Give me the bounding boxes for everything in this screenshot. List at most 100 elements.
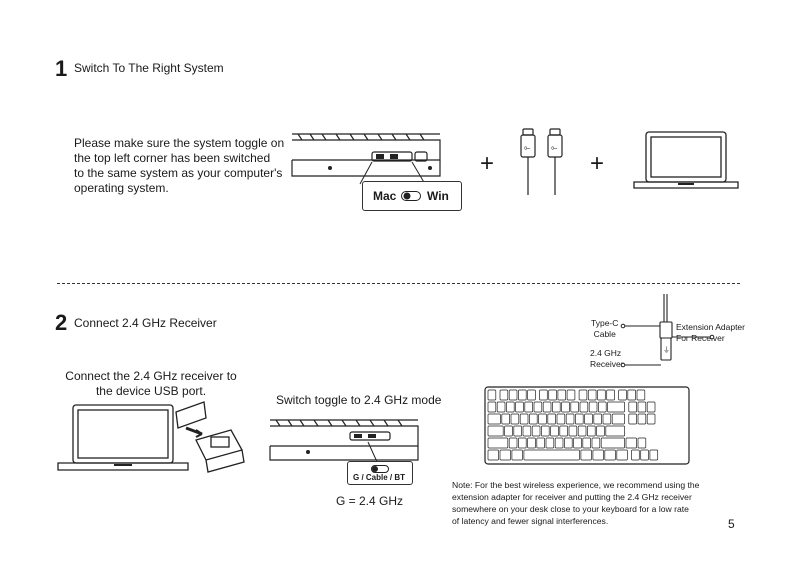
keycap xyxy=(578,389,588,401)
keycap xyxy=(637,401,647,413)
toggle-switch-icon xyxy=(401,191,421,201)
step-2-number: 2 xyxy=(55,310,68,335)
svg-text:⟜: ⟜ xyxy=(551,143,558,152)
connect-line: Connect the 2.4 GHz receiver to xyxy=(65,369,237,383)
note-line: extension adapter for receiver and putti… xyxy=(452,492,692,502)
keycap xyxy=(588,401,598,413)
keyboard-side-illustration-2 xyxy=(269,419,419,465)
keycap xyxy=(559,425,568,437)
keycap xyxy=(627,389,636,401)
keycap xyxy=(487,413,501,425)
keycap xyxy=(533,401,543,413)
keycap xyxy=(607,401,625,413)
label-line: 2.4 GHz xyxy=(590,348,622,358)
keycap xyxy=(579,401,589,413)
step-1-title: Switch To The Right System xyxy=(74,61,224,75)
keycap xyxy=(598,401,607,413)
plus-sign: + xyxy=(480,150,495,177)
keycap xyxy=(556,413,566,425)
keycap xyxy=(625,437,637,449)
label-line: Extension Adapter xyxy=(676,322,745,332)
keycap xyxy=(636,389,646,401)
keycap xyxy=(616,449,628,461)
g-definition: G = 2.4 GHz xyxy=(336,494,404,508)
keycap xyxy=(487,401,497,413)
label-line: Type-C xyxy=(591,318,619,328)
keycap xyxy=(646,401,656,413)
keycap xyxy=(557,389,567,401)
instruction-line: the top left corner has been switched xyxy=(74,151,271,165)
extension-adapter-illustration: ⏚ xyxy=(620,294,715,368)
keycap xyxy=(531,425,541,437)
keycap xyxy=(508,389,518,401)
keycap xyxy=(570,401,579,413)
keycap xyxy=(604,449,616,461)
keycap xyxy=(554,437,564,449)
keycap xyxy=(584,413,593,425)
keycap xyxy=(487,437,509,449)
keycap xyxy=(506,401,515,413)
keycap xyxy=(518,389,527,401)
keycap xyxy=(508,437,518,449)
toggle-mode-label: G / Cable / BT xyxy=(353,473,406,482)
wireless-note: Note: For the best wireless experience, … xyxy=(452,479,732,527)
win-label: Win xyxy=(427,189,449,203)
keycap xyxy=(566,389,576,401)
keycap xyxy=(640,449,649,461)
keycap xyxy=(600,437,625,449)
keyboard-side-illustration xyxy=(291,133,441,185)
keycap xyxy=(628,413,637,425)
keycap xyxy=(580,449,592,461)
keycap xyxy=(565,413,575,425)
keycap xyxy=(548,389,557,401)
keycap xyxy=(618,389,627,401)
keycap xyxy=(564,437,573,449)
extension-adapter-label: Extension Adapter For Receiver xyxy=(676,322,745,344)
keycap xyxy=(587,425,596,437)
keycap xyxy=(519,413,529,425)
keycap xyxy=(582,437,591,449)
keycap xyxy=(529,413,538,425)
instruction-line: operating system. xyxy=(74,181,169,195)
keycap xyxy=(487,425,504,437)
keycap xyxy=(487,389,497,401)
keycap xyxy=(501,413,510,425)
keycap xyxy=(541,425,550,437)
section-divider xyxy=(57,283,740,284)
label-line: For Receiver xyxy=(676,333,725,343)
label-line: Cable xyxy=(593,329,616,339)
keycap xyxy=(587,389,597,401)
keyboard-top-illustration xyxy=(484,386,690,465)
receiver-label: 2.4 GHz Receiver xyxy=(590,348,624,370)
keycap xyxy=(602,413,612,425)
system-instruction: Please make sure the system toggle on th… xyxy=(74,136,289,196)
keycap xyxy=(637,437,647,449)
keycap xyxy=(542,401,552,413)
mac-win-toggle-callout: Mac Win xyxy=(362,181,462,211)
keycap xyxy=(538,413,547,425)
keycap xyxy=(611,413,625,425)
step-1-number: 1 xyxy=(55,56,68,81)
keycap xyxy=(499,389,509,401)
keycap xyxy=(628,401,637,413)
label-line: Receiver xyxy=(590,359,624,369)
keycap xyxy=(513,425,522,437)
laptop-icon xyxy=(633,131,739,189)
type-c-cable-label: Type-C Cable xyxy=(591,318,618,340)
type-c-cable-icon: ⟜ ⟜ xyxy=(520,128,563,195)
keycap xyxy=(536,437,545,449)
keycap xyxy=(496,401,506,413)
keycap xyxy=(527,389,536,401)
keycap xyxy=(518,437,527,449)
instruction-line: Please make sure the system toggle on xyxy=(74,136,285,150)
keycap xyxy=(597,389,606,401)
note-line: of latency and fewer signal interference… xyxy=(452,516,609,526)
keycap xyxy=(596,425,605,437)
keycap xyxy=(539,389,548,401)
keycap xyxy=(510,413,520,425)
switch-mode-text: Switch toggle to 2.4 GHz mode xyxy=(276,393,442,407)
connect-instruction: Connect the 2.4 GHz receiver to the devi… xyxy=(56,369,246,399)
keycap xyxy=(511,449,523,461)
svg-text:⟜: ⟜ xyxy=(524,143,531,152)
keycap xyxy=(575,413,584,425)
